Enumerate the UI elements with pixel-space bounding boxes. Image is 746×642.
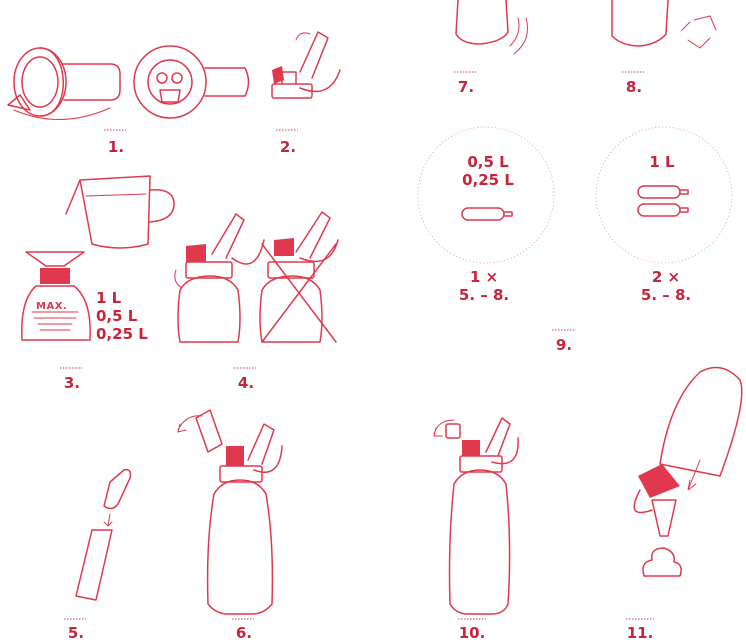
step-2-number: 2.	[280, 140, 296, 155]
step-7-number: 7.	[458, 80, 474, 95]
step-7-shake-illustration	[456, 0, 528, 54]
step-5-number: 5.	[68, 626, 84, 641]
step-6-siphon-illustration	[178, 410, 282, 614]
step-1-number: 1.	[108, 140, 124, 155]
cartridge-count: 1 ×	[459, 268, 509, 286]
step-5-cartridge-illustration	[76, 470, 130, 600]
size-label: 1 L	[96, 289, 148, 307]
size-label: 0,25 L	[96, 325, 148, 343]
step-10-number: 10.	[459, 626, 486, 641]
step-9-circles	[418, 127, 732, 263]
step-1-head-side-illustration	[8, 48, 120, 120]
step-8-recycle-illustration	[612, 0, 716, 48]
repeat-steps: 5. – 8.	[641, 286, 691, 304]
size-label: 0,25 L	[462, 171, 514, 189]
step-9-number: 9.	[556, 338, 572, 353]
max-fill-label: MAX.	[36, 301, 67, 312]
size-label: 1 L	[649, 153, 674, 171]
step-3-size-list: 1 L 0,5 L 0,25 L	[96, 289, 148, 343]
step-11-number: 11.	[627, 626, 654, 641]
size-label: 0,5 L	[96, 307, 148, 325]
step-4-number: 4.	[238, 376, 254, 391]
step-10-charger-illustration	[434, 418, 518, 614]
step-8-number: 8.	[626, 80, 642, 95]
step-4-assembly-illustration	[175, 212, 338, 342]
step-9-right-dose: 2 × 5. – 8.	[641, 268, 691, 304]
step-9-right-sizes: 1 L	[649, 153, 674, 171]
step-2-valve-illustration	[272, 32, 340, 98]
step-1-head-front-illustration	[134, 46, 249, 118]
size-label: 0,5 L	[462, 153, 514, 171]
cartridge-count: 2 ×	[641, 268, 691, 286]
step-6-number: 6.	[236, 626, 252, 641]
step-3-number: 3.	[64, 376, 80, 391]
step-11-dispense-illustration	[634, 368, 742, 577]
step-9-left-sizes: 0,5 L 0,25 L	[462, 153, 514, 189]
step-9-left-dose: 1 × 5. – 8.	[459, 268, 509, 304]
repeat-steps: 5. – 8.	[459, 286, 509, 304]
